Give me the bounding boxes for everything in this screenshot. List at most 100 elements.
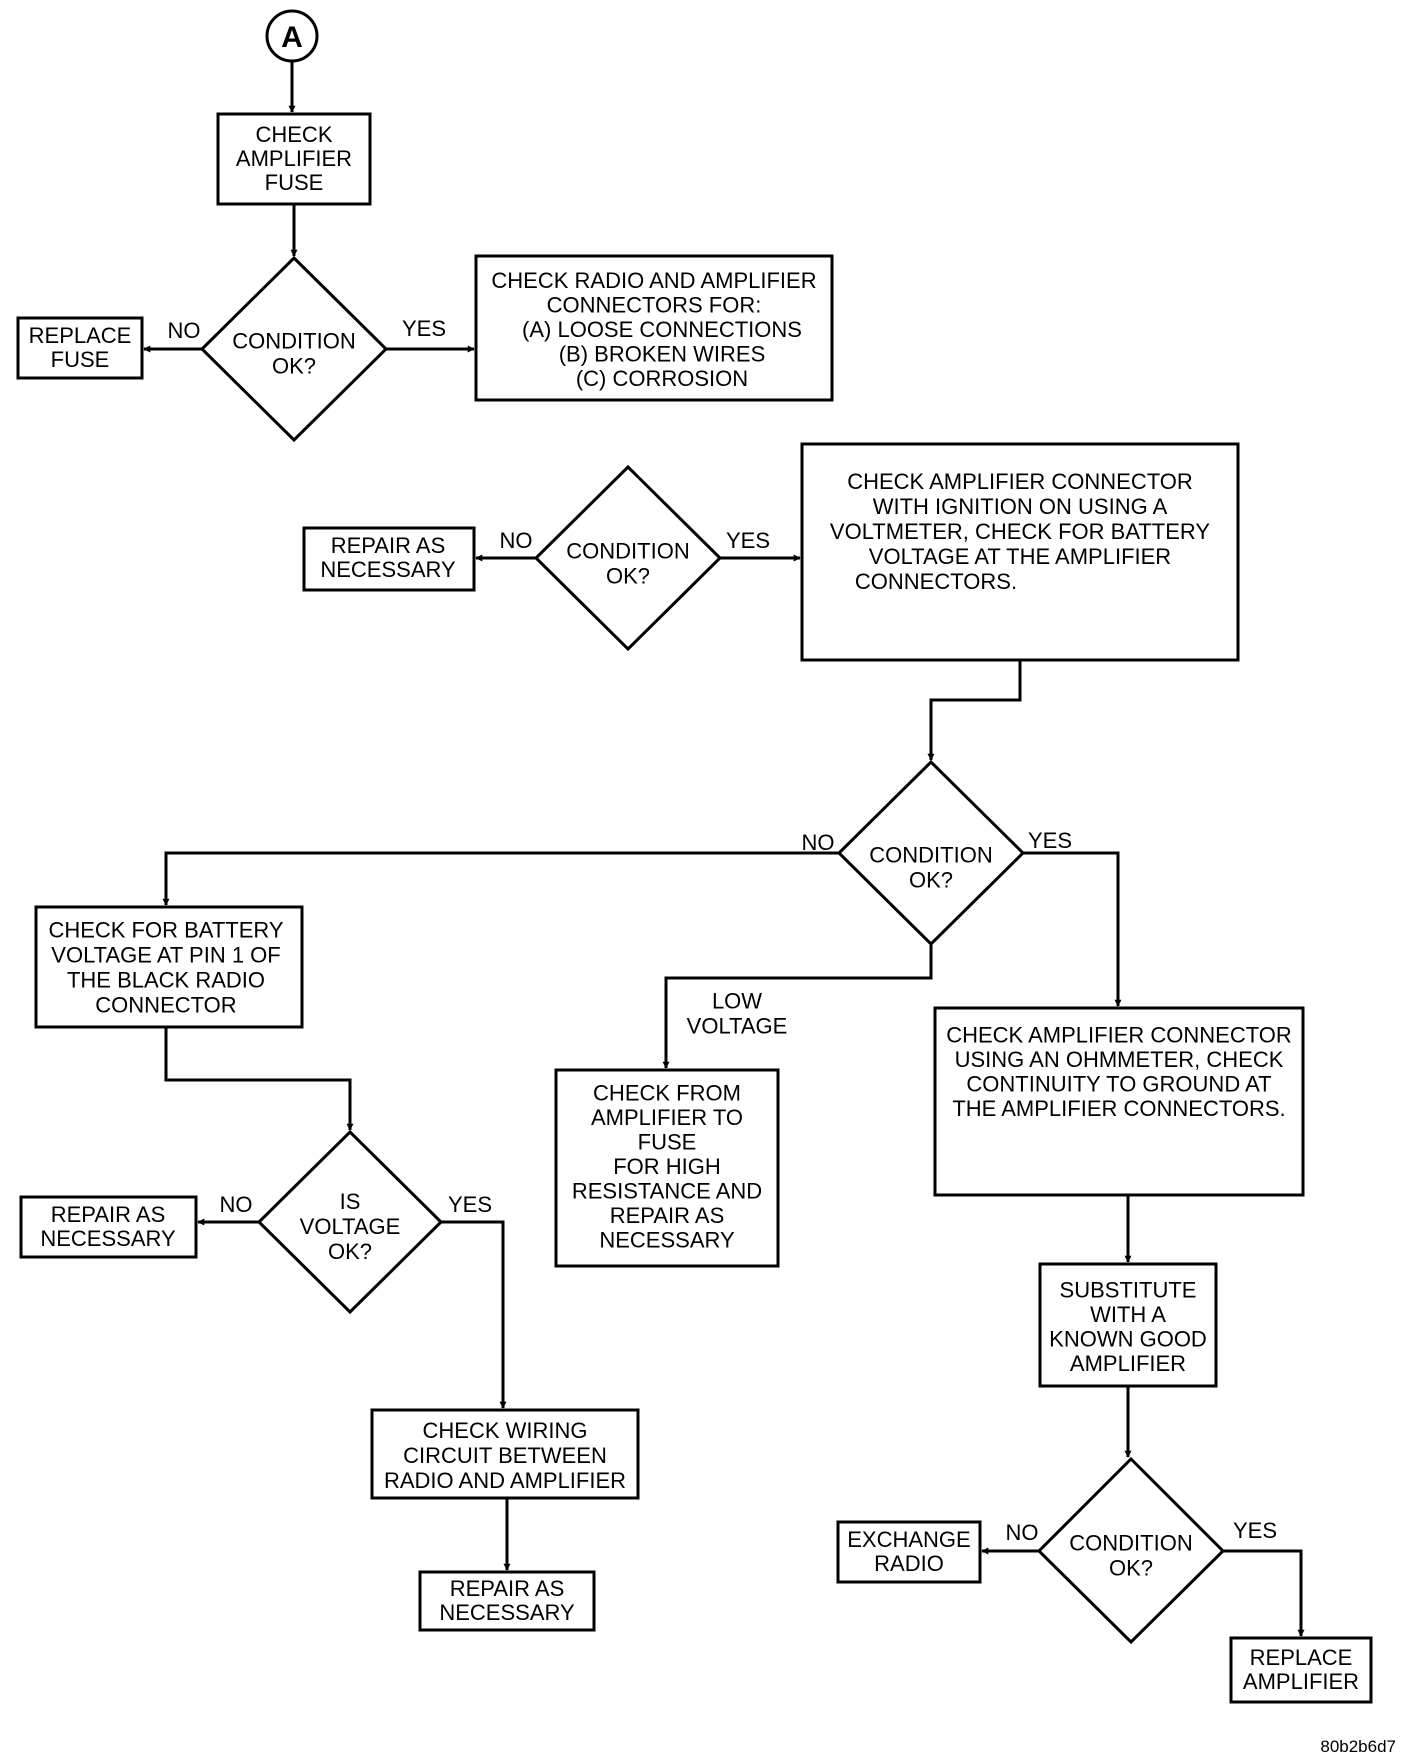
branch-labels: NO YES NO YES NO YES NO YES NO YES <box>168 316 1278 1545</box>
arrow-voltmeter-to-decision <box>927 660 1022 761</box>
text-line: VOLTAGE <box>300 1214 401 1239</box>
text-line: OK? <box>1109 1556 1153 1581</box>
shapes <box>16 112 1373 1704</box>
replace-fuse-box <box>16 316 144 380</box>
no-label-1: NO <box>168 318 201 343</box>
text-line: REPLACE <box>1250 1645 1353 1670</box>
text-line: OK? <box>328 1239 372 1264</box>
text-line: FUSE <box>51 347 110 372</box>
text-line: REPAIR AS <box>51 1202 166 1227</box>
text-line: CONDITION <box>1069 1531 1192 1556</box>
check-ohmmeter-box <box>933 1006 1305 1197</box>
decision-1 <box>199 255 389 443</box>
text-line: NECESSARY <box>320 557 456 582</box>
text-line: FUSE <box>265 170 324 195</box>
text-line: CHECK RADIO AND AMPLIFIER <box>491 268 816 293</box>
text-line: (A) LOOSE CONNECTIONS <box>522 317 802 342</box>
check-radio-connectors-box <box>474 254 834 402</box>
check-pin1-box <box>34 905 304 1029</box>
no-label-voltage: NO <box>220 1192 253 1217</box>
text-line: REPLACE <box>29 323 132 348</box>
exchange-radio-box <box>836 1520 982 1584</box>
text-line: CONNECTORS FOR: <box>547 293 762 318</box>
text-line: CIRCUIT BETWEEN <box>403 1443 607 1468</box>
text-line: AMPLIFIER <box>1070 1351 1186 1376</box>
decision-2 <box>533 464 723 652</box>
connector-lines <box>143 61 1305 1637</box>
text-line: CONNECTORS. <box>855 569 1017 594</box>
text-line: NECESSARY <box>599 1228 735 1253</box>
text-line: CHECK WIRING <box>423 1418 588 1443</box>
text-line: THE AMPLIFIER CONNECTORS. <box>952 1096 1285 1121</box>
text-line: RADIO <box>874 1551 944 1576</box>
text-line: CHECK FROM <box>593 1081 741 1106</box>
text-line: CONDITION <box>566 539 689 564</box>
repair-box-3 <box>418 1570 596 1632</box>
text-line: CHECK FOR BATTERY <box>48 918 283 943</box>
no-label-4: NO <box>1006 1520 1039 1545</box>
text-line: IS <box>340 1189 361 1214</box>
text-line: VOLTAGE AT PIN 1 OF <box>51 943 280 968</box>
text-line: AMPLIFIER <box>236 146 352 171</box>
text-line: VOLTAGE AT THE AMPLIFIER <box>869 544 1171 569</box>
arrow-yes-check-wiring <box>441 1220 507 1409</box>
text-line: EXCHANGE <box>847 1527 970 1552</box>
text-line: WITH A <box>1090 1302 1166 1327</box>
text-line: WITH IGNITION ON USING A <box>873 494 1168 519</box>
repair-box-2 <box>19 1195 198 1259</box>
text-line: FUSE <box>638 1130 697 1155</box>
decision-voltage <box>256 1129 444 1315</box>
check-fuse-resistance-box <box>554 1068 780 1268</box>
text-line: CONNECTOR <box>95 993 236 1018</box>
text-line: REPAIR AS <box>450 1576 565 1601</box>
check-wiring-box <box>370 1408 640 1500</box>
yes-label-voltage: YES <box>448 1192 492 1217</box>
text-line: CHECK <box>255 122 332 147</box>
text-line: THE BLACK RADIO <box>67 968 265 993</box>
yes-label-4: YES <box>1233 1518 1277 1543</box>
substitute-amp-box <box>1038 1262 1218 1388</box>
text-line: AMPLIFIER <box>1243 1669 1359 1694</box>
text-line: KNOWN GOOD <box>1049 1326 1207 1351</box>
text-line: VOLTMETER, CHECK FOR BATTERY <box>830 519 1210 544</box>
text-line: CHECK AMPLIFIER CONNECTOR <box>847 469 1193 494</box>
text-line: RESISTANCE AND <box>572 1179 762 1204</box>
text-line: CONTINUITY TO GROUND AT <box>966 1071 1271 1096</box>
arrow-yes-replace-amp <box>1223 1549 1305 1637</box>
text-line: LOW <box>712 989 762 1014</box>
yes-label-3: YES <box>1028 828 1072 853</box>
text-line: FOR HIGH <box>613 1154 721 1179</box>
text-line: VOLTAGE <box>687 1014 788 1039</box>
text-line: SUBSTITUTE <box>1060 1277 1197 1302</box>
text-line: REPAIR AS <box>331 533 446 558</box>
text-line: CONDITION <box>869 843 992 868</box>
arrow-yes-ohmmeter <box>1023 851 1122 1007</box>
text-line: REPAIR AS <box>610 1203 725 1228</box>
connector-a-label: A <box>281 21 303 54</box>
text-line: NECESSARY <box>40 1226 176 1251</box>
text-line: OK? <box>272 354 316 379</box>
text-line: CONDITION <box>232 329 355 354</box>
text-line: (C) CORROSION <box>576 366 748 391</box>
